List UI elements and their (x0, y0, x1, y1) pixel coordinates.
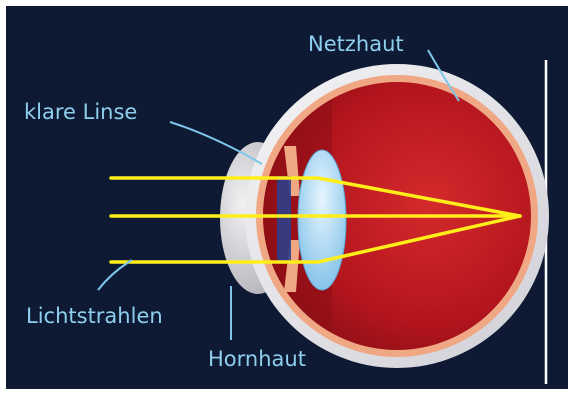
label-cornea: Hornhaut (208, 347, 306, 371)
lens (298, 150, 346, 290)
label-retina: Netzhaut (308, 32, 404, 56)
label-lens: klare Linse (24, 100, 137, 124)
label-light-rays: Lichtstrahlen (26, 304, 163, 328)
anterior-chamber (277, 176, 291, 262)
